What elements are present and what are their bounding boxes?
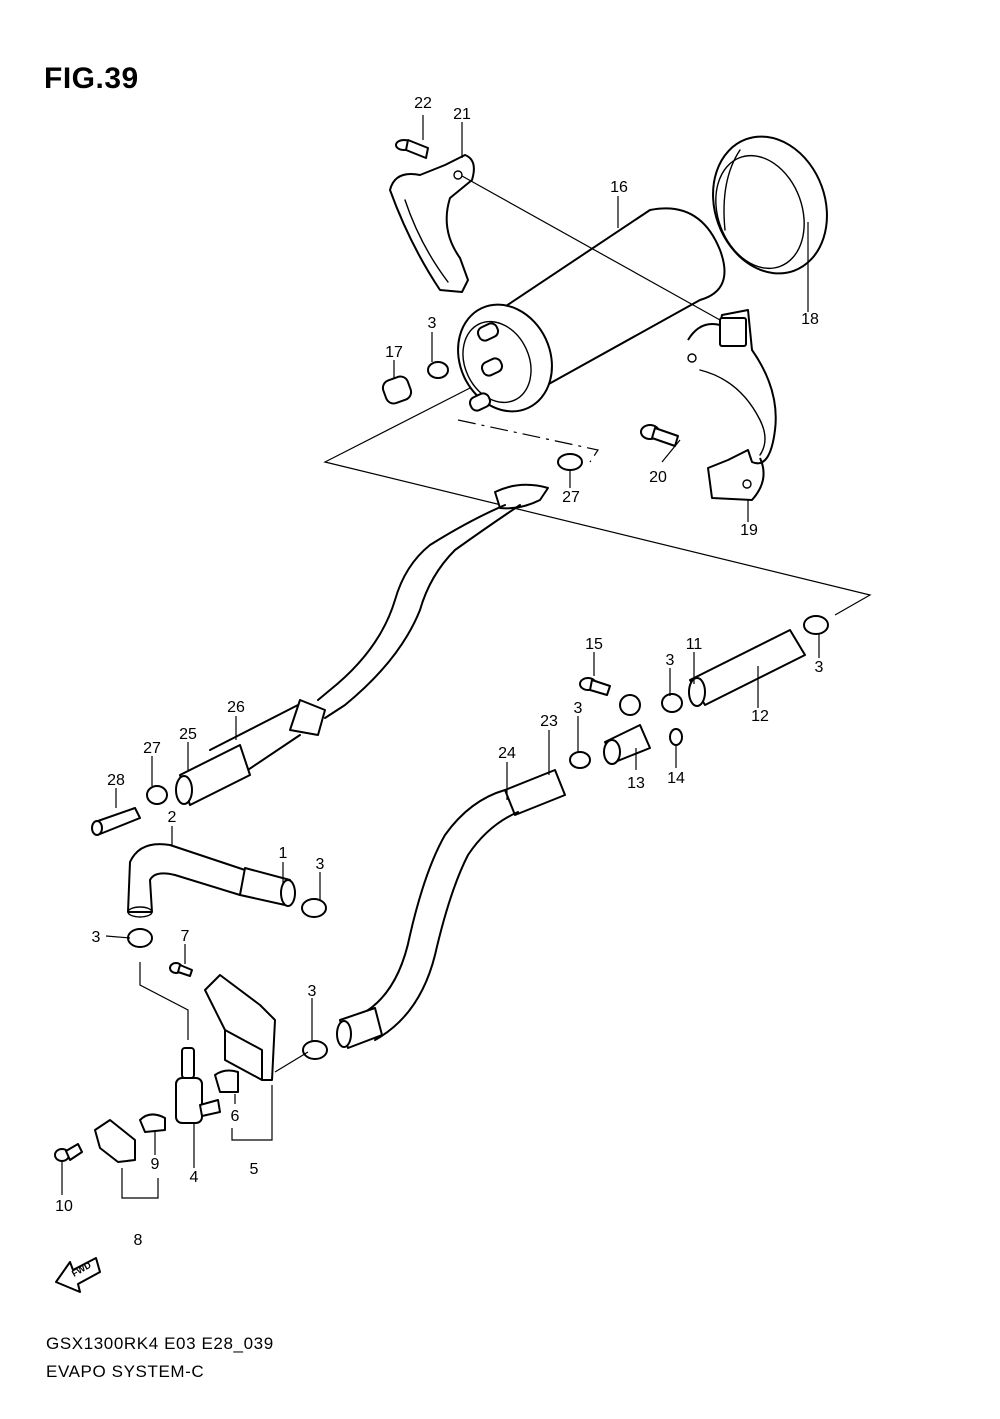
bolt-15: [579, 677, 611, 696]
callout-15: 15: [585, 636, 603, 653]
bracket-5: [204, 974, 276, 1081]
callout-labels: 22 21 16 18 3 17 20 27 19 15 11 3 3 12 2…: [55, 95, 823, 1249]
bolt-7: [169, 962, 193, 977]
callout-14: 14: [667, 770, 685, 787]
callout-28: 28: [107, 772, 125, 789]
bolt-10: [54, 1143, 83, 1162]
callout-20: 20: [649, 469, 667, 486]
hose-24: [336, 769, 566, 1049]
diagram-code: GSX1300RK4 E03 E28_039: [46, 1334, 274, 1353]
bolt-22: [395, 139, 429, 159]
callout-1: 1: [279, 845, 288, 862]
callout-12: 12: [751, 708, 769, 725]
clamp: [661, 693, 683, 713]
hose-2: [127, 843, 296, 918]
callout-24: 24: [498, 745, 516, 762]
callout-3: 3: [428, 315, 437, 332]
fitting-28: [91, 807, 141, 836]
callout-10: 10: [55, 1198, 73, 1215]
clamp: [146, 785, 168, 805]
callout-3: 3: [316, 856, 325, 873]
callout-23: 23: [540, 713, 558, 730]
upper-bracket: [389, 154, 475, 293]
canister: [457, 207, 726, 413]
callout-3: 3: [308, 983, 317, 1000]
clamp: [569, 751, 591, 769]
callout-5: 5: [250, 1161, 259, 1178]
callout-17: 17: [385, 344, 403, 361]
clamp: [301, 898, 327, 918]
callout-11: 11: [686, 636, 703, 653]
callout-3: 3: [574, 700, 583, 717]
callout-6: 6: [231, 1108, 240, 1125]
diagram-name: EVAPO SYSTEM-C: [46, 1362, 205, 1381]
callout-16: 16: [610, 179, 628, 196]
callout-13: 13: [627, 775, 645, 792]
canister-band: [712, 135, 828, 275]
figure-title: FIG.39: [44, 62, 139, 95]
callout-19: 19: [740, 522, 758, 539]
clamp-6: [214, 1069, 239, 1093]
hose-26: [209, 483, 549, 791]
lower-bracket: [687, 309, 777, 501]
valve-4: [175, 1047, 221, 1124]
pipe-12: [688, 629, 806, 707]
cap: [381, 375, 413, 405]
callout-27: 27: [562, 489, 580, 506]
pipe-25: [175, 744, 251, 806]
callout-4: 4: [190, 1169, 199, 1186]
clamp: [803, 615, 829, 635]
washer: [669, 728, 683, 746]
callout-2: 2: [168, 809, 177, 826]
valve-13: [603, 694, 651, 765]
callout-3: 3: [92, 929, 101, 946]
callout-9: 9: [151, 1156, 160, 1173]
callout-22: 22: [414, 95, 432, 112]
callout-3: 3: [666, 652, 675, 669]
callout-8: 8: [134, 1232, 143, 1249]
clamp-9: [139, 1113, 166, 1133]
callout-leaders: [61, 115, 820, 1195]
clamp: [127, 928, 153, 948]
callout-25: 25: [179, 726, 197, 743]
clamp: [557, 453, 583, 471]
bolt-20: [640, 424, 679, 447]
callout-26: 26: [227, 699, 245, 716]
callout-18: 18: [801, 311, 819, 328]
bracket-8: [94, 1119, 136, 1163]
callout-21: 21: [453, 106, 471, 123]
callout-7: 7: [181, 928, 190, 945]
fwd-arrow-icon: FWD: [55, 1257, 101, 1293]
clamp: [427, 361, 449, 379]
clamp: [302, 1040, 328, 1060]
callout-3: 3: [815, 659, 824, 676]
callout-27: 27: [143, 740, 161, 757]
